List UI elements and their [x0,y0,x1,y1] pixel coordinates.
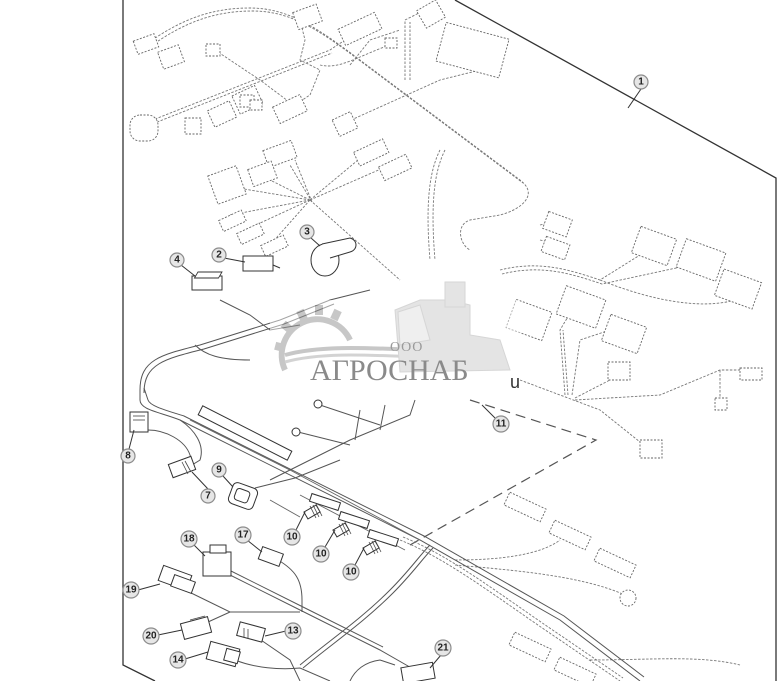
callout-3[interactable]: 3 [299,224,315,240]
phantom-outline [409,399,598,546]
watermark-suffix: u [510,372,521,392]
callout-13[interactable]: 13 [284,622,302,640]
main-harness [139,289,645,681]
svg-text:10: 10 [286,532,298,543]
svg-text:9: 9 [216,465,222,476]
callout-4[interactable]: 4 [169,252,185,268]
callout-17[interactable]: 17 [234,526,252,544]
connectors [129,237,436,681]
callout-19[interactable]: 19 [122,581,140,599]
svg-text:1: 1 [638,77,644,88]
svg-text:20: 20 [145,631,157,642]
callout-9[interactable]: 9 [211,462,227,478]
svg-text:2: 2 [216,250,222,261]
connector-17 [257,545,285,567]
watermark-logo-icon [270,281,520,395]
connector-2 [242,255,274,272]
grommet-10b [332,510,371,538]
callout-7[interactable]: 7 [200,488,216,504]
svg-text:11: 11 [496,419,507,430]
lower-right-harness [399,491,741,681]
callout-8[interactable]: 8 [120,448,136,464]
callout-10c[interactable]: 10 [342,563,360,581]
grommet-10c [362,528,400,556]
grommet-10a [303,492,342,520]
callout-21[interactable]: 21 [434,639,452,657]
svg-text:19: 19 [125,585,137,596]
svg-text:18: 18 [183,534,195,545]
connector-20 [179,616,213,640]
svg-text:10: 10 [315,549,327,560]
connector-7 [167,455,197,479]
svg-text:21: 21 [437,643,449,654]
svg-text:8: 8 [125,451,131,462]
svg-text:17: 17 [237,530,249,541]
callout-1[interactable]: 1 [633,74,649,90]
callouts: 1 2 3 4 7 8 9 10 10 10 11 13 14 17 18 19… [120,74,649,669]
callout-2[interactable]: 2 [211,247,227,263]
diagram-frame [122,0,777,681]
callout-20[interactable]: 20 [142,627,160,645]
svg-text:13: 13 [287,626,299,637]
svg-text:10: 10 [345,567,357,578]
callout-14[interactable]: 14 [169,651,187,669]
callout-11[interactable]: 11 [492,415,510,433]
connector-8 [129,411,149,433]
svg-text:14: 14 [172,655,184,666]
connector-18 [202,551,232,577]
right-harness [499,210,763,459]
connector-13 [236,621,266,643]
callout-10a[interactable]: 10 [283,528,301,546]
svg-text:3: 3 [304,227,310,238]
svg-text:4: 4 [174,255,180,266]
upper-harness [129,0,529,281]
callout-10b[interactable]: 10 [312,545,330,563]
svg-text:7: 7 [205,491,211,502]
callout-18[interactable]: 18 [180,530,198,548]
leader-lines [128,88,642,669]
